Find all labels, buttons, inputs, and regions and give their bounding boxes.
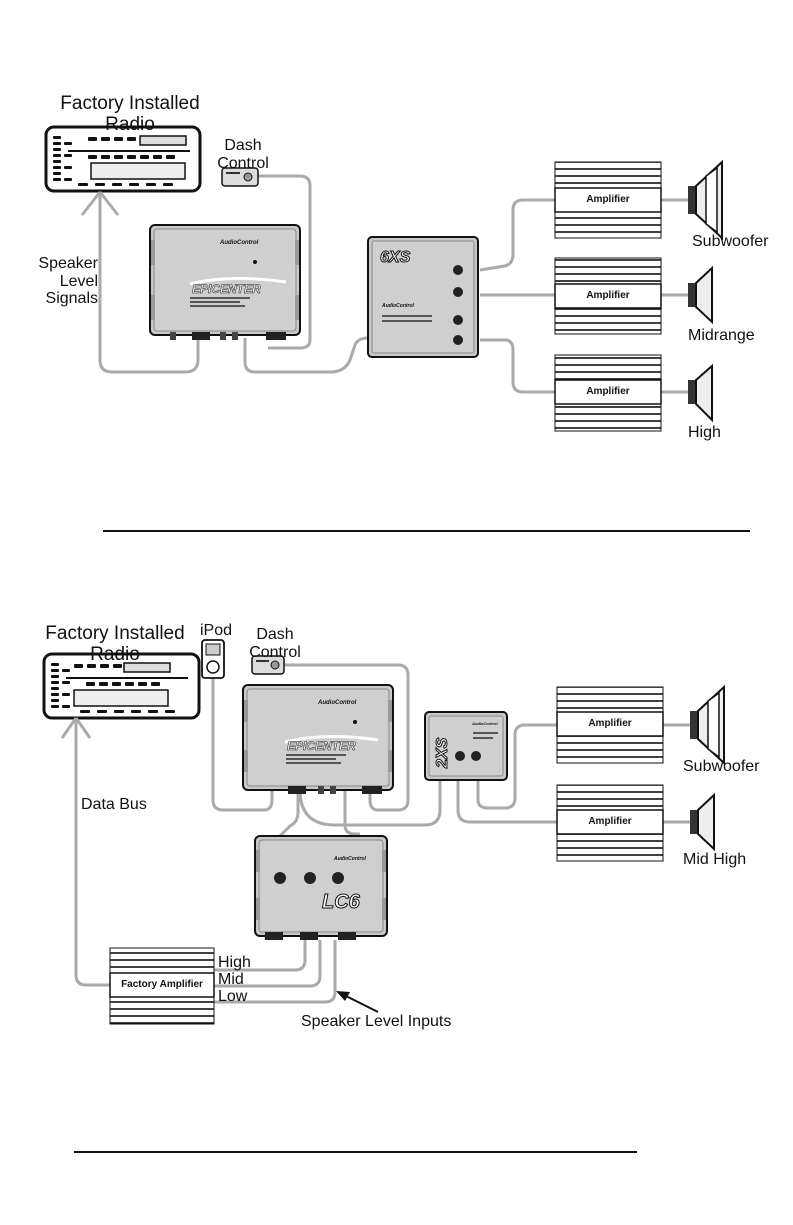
radio-label-line1: Factory Installed [60, 93, 200, 114]
output-label-mid: Mid [218, 971, 244, 988]
dash-control-line1: Dash [224, 137, 262, 154]
svg-text:AudioControl: AudioControl [381, 303, 415, 309]
speaker-level-line3: Signals [45, 290, 98, 308]
dash-control-line2: Control [217, 154, 269, 172]
svg-text:2XS: 2XS [434, 737, 451, 769]
amplifier-label-2a: Amplifier [588, 718, 632, 729]
amplifier-label-2b: Amplifier [588, 816, 632, 827]
radio-label-2: Factory Installed Radio [45, 623, 185, 666]
dash-control-icon [251, 655, 285, 675]
speaker-label-subwoofer-2: Subwoofer [683, 758, 760, 775]
wires-1 [80, 174, 688, 394]
svg-text:AudioControl: AudioControl [333, 856, 367, 862]
speaker-icon-subwoofer-1 [688, 159, 723, 241]
amplifier-2a [556, 686, 664, 764]
factory-radio-1 [44, 125, 202, 193]
svg-text:AudioControl: AudioControl [219, 240, 259, 246]
output-label-low: Low [218, 988, 248, 1005]
dash-control-line1: Dash [256, 626, 294, 643]
footer-rule [74, 1151, 637, 1153]
dash-control-icon [221, 167, 259, 187]
factory-amplifier-label: Factory Amplifier [121, 979, 203, 990]
wires-2 [60, 663, 690, 1004]
factory-amplifier [109, 947, 215, 1025]
crossover-2xs: 2XS AudioControl [424, 711, 508, 781]
epicenter-processor-2: AudioControl EPICENTER [242, 684, 394, 794]
output-label-high: High [218, 954, 251, 971]
data-bus-label: Data Bus [81, 796, 147, 813]
speaker-level-line2: Level [59, 272, 98, 290]
radio-label-line2: Radio [105, 113, 155, 135]
ipod-label: iPod [200, 622, 233, 639]
amplifier-label-1b: Amplifier [586, 290, 630, 301]
dash-control-line2: Control [249, 643, 301, 661]
amplifier-1a [554, 161, 662, 239]
dash-control-label-1: Dash Control [213, 137, 273, 172]
ipod-icon [201, 639, 225, 679]
svg-text:AudioControl: AudioControl [471, 721, 498, 726]
arrow-icon [336, 991, 379, 1013]
speaker-label-high-1: High [688, 424, 721, 441]
svg-text:EPICENTER: EPICENTER [192, 282, 261, 296]
amplifier-label-1a: Amplifier [586, 194, 630, 205]
speaker-label-midrange-1: Midrange [688, 327, 755, 344]
speaker-icon-high-1 [688, 363, 713, 423]
svg-text:EPICENTER: EPICENTER [287, 739, 356, 753]
amplifier-label-1c: Amplifier [586, 386, 630, 397]
radio-label-line2: Radio [90, 643, 140, 665]
speaker-icon-midrange-1 [688, 265, 713, 325]
factory-radio-2 [42, 652, 201, 720]
dash-control-label-2: Dash Control [245, 626, 305, 661]
speaker-label-subwoofer-1: Subwoofer [692, 233, 769, 250]
speaker-inputs-label: Speaker Level Inputs [301, 1013, 452, 1030]
svg-text:LC6: LC6 [322, 891, 361, 913]
epicenter-processor-1: AudioControl EPICENTER [149, 224, 301, 340]
speaker-icon-midhigh-2 [690, 792, 715, 852]
amplifier-1c [554, 354, 662, 432]
lc6-converter: AudioControl LC6 [254, 835, 388, 940]
speaker-level-line1: Speaker [38, 255, 98, 272]
section-divider [103, 530, 750, 532]
svg-text:6XS: 6XS [380, 249, 411, 266]
radio-label-1: Factory Installed Radio [55, 93, 205, 136]
crossover-6xs: 6XS AudioControl [367, 236, 479, 358]
svg-text:AudioControl: AudioControl [317, 700, 357, 706]
speaker-icon-subwoofer-2 [690, 684, 725, 766]
speaker-label-midhigh-2: Mid High [683, 851, 747, 868]
speaker-level-label: Speaker Level Signals [34, 255, 98, 308]
amplifier-1b [554, 257, 662, 335]
amplifier-2b [556, 784, 664, 862]
radio-label-line1: Factory Installed [45, 623, 185, 644]
